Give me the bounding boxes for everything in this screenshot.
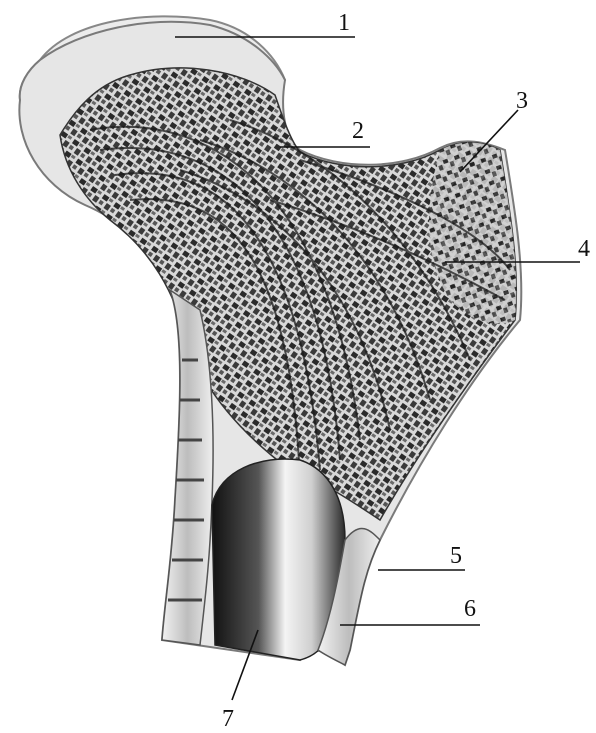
callout-label-4: 4 — [578, 236, 590, 262]
callout-label-7: 7 — [222, 706, 234, 732]
callout-label-5: 5 — [450, 543, 462, 569]
cortical-wall-left — [162, 290, 213, 645]
callout-label-6: 6 — [464, 596, 476, 622]
callout-label-2: 2 — [352, 118, 364, 144]
callout-label-3: 3 — [516, 88, 528, 114]
callout-label-1: 1 — [338, 10, 350, 36]
